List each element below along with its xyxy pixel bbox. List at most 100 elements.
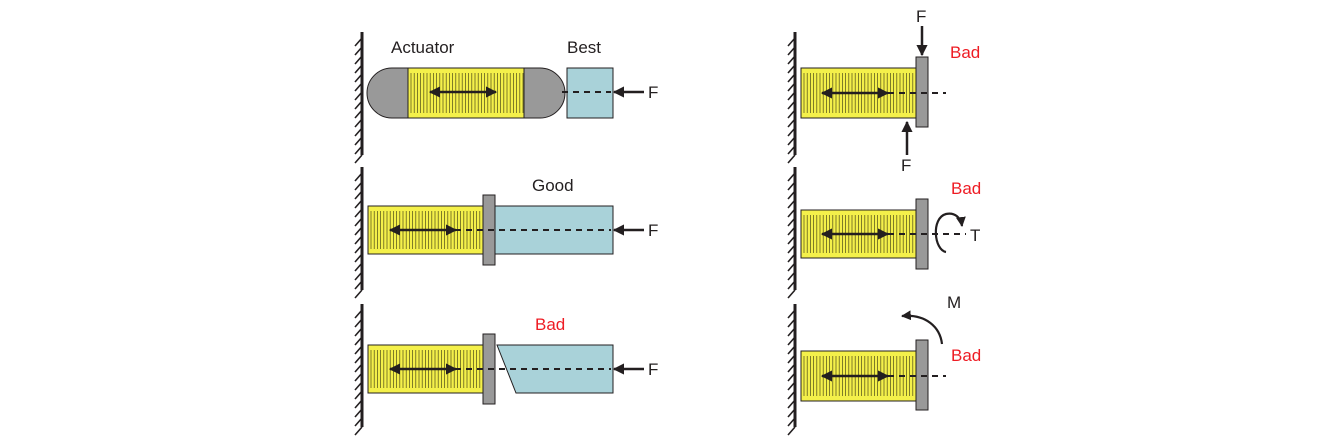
wall-hatch-mark [787,318,796,328]
verdict-label-bad: Bad [950,43,980,62]
wall-hatch-mark [787,226,796,236]
wall-hatch-mark [354,390,363,400]
wall-hatch-mark [354,280,363,290]
wall-hatch-mark [787,217,796,227]
wall-hatch-mark [354,145,363,155]
wall-hatch-mark [787,199,796,209]
wall-hatch-mark [354,55,363,65]
torque-label: T [970,226,980,245]
wall-hatch-mark [354,408,363,418]
verdict-label-good: Good [532,176,574,195]
wall-hatch-mark [354,399,363,409]
wall-hatch-mark [787,280,796,290]
wall-hatch-mark [354,426,363,436]
panel-bad-wedge: Bad F [354,304,658,436]
wall-hatch-mark [787,190,796,200]
wall-hatch-mark [354,253,363,263]
wall-hatch-mark [354,91,363,101]
force-label: F [648,360,658,379]
wall-hatch-mark [787,354,796,364]
wall-hatch-mark [787,73,796,83]
wall-hatch [354,32,364,164]
wall-hatch-mark [787,244,796,254]
moment-arrow [901,310,944,345]
wall-hatch-mark [354,318,363,328]
wall-hatch-mark [787,235,796,245]
wall-hatch-mark [787,363,796,373]
left-rounded-endcap [366,67,409,119]
force-label: F [648,83,658,102]
wall-hatch-mark [354,363,363,373]
wall-hatch-mark [354,208,363,218]
wall-hatch-mark [354,244,363,254]
moment-label: M [947,293,961,312]
wall-hatch-mark [354,181,363,191]
wall-hatch-mark [787,253,796,263]
wall-hatch-mark [787,309,796,319]
wall-hatch-mark [787,91,796,101]
wall-hatch [787,304,797,436]
wall-hatch-mark [787,64,796,74]
wall-hatch-mark [787,417,796,427]
wall-hatch-mark [787,289,796,299]
wall-hatch-mark [354,417,363,427]
wall-hatch-mark [354,289,363,299]
wall-hatch-mark [787,127,796,137]
wall-hatch-mark [787,118,796,128]
wall-hatch-mark [354,73,363,83]
wall-hatch-mark [354,82,363,92]
wall-hatch-mark [354,262,363,272]
wall-hatch [354,167,364,299]
wall-hatch-mark [354,235,363,245]
wall-hatch [787,32,797,164]
panel-bad-torque: Bad T [787,167,981,299]
force-label-bottom: F [901,156,911,175]
force-label-top: F [916,7,926,26]
wall-hatch-mark [354,345,363,355]
wall-hatch-mark [354,136,363,146]
actuator-label: Actuator [391,38,455,57]
wall-hatch-mark [787,426,796,436]
right-rounded-endcap [523,67,566,119]
wall-hatch-mark [354,309,363,319]
wall-hatch-mark [354,127,363,137]
wall-hatch-mark [787,208,796,218]
wall-hatch-mark [787,381,796,391]
wall-hatch-mark [787,172,796,182]
wall-hatch-mark [354,336,363,346]
wall-hatch-mark [354,64,363,74]
panel-bad-moment: M Bad [787,293,981,436]
wall-hatch-mark [354,327,363,337]
wall-hatch-mark [354,190,363,200]
wall-hatch-mark [787,181,796,191]
panel-bad-side-forces: F Bad F [787,7,980,175]
wall-hatch-mark [787,372,796,382]
wall-hatch-mark [787,46,796,56]
wall-hatch [354,304,364,436]
wall-hatch-mark [787,345,796,355]
wall-hatch-mark [787,399,796,409]
wall-hatch-mark [787,55,796,65]
wall-hatch-mark [354,372,363,382]
wall-hatch-mark [787,145,796,155]
wall-hatch-mark [787,136,796,146]
wall-hatch-mark [787,109,796,119]
wall-hatch-mark [787,327,796,337]
wall-hatch-mark [354,271,363,281]
verdict-label-best: Best [567,38,601,57]
wall-hatch-mark [787,154,796,164]
wall-hatch-mark [787,408,796,418]
wall-hatch-mark [787,100,796,110]
verdict-label-bad: Bad [535,315,565,334]
wall-hatch-mark [354,217,363,227]
verdict-label-bad: Bad [951,346,981,365]
wall-hatch-mark [354,100,363,110]
panel-best: Actuator Best F [354,32,658,164]
wall-hatch-mark [787,271,796,281]
wall-hatch-mark [354,354,363,364]
wall-hatch-mark [354,226,363,236]
wall-hatch-mark [787,37,796,47]
wall-hatch-mark [354,46,363,56]
wall-hatch-mark [354,381,363,391]
